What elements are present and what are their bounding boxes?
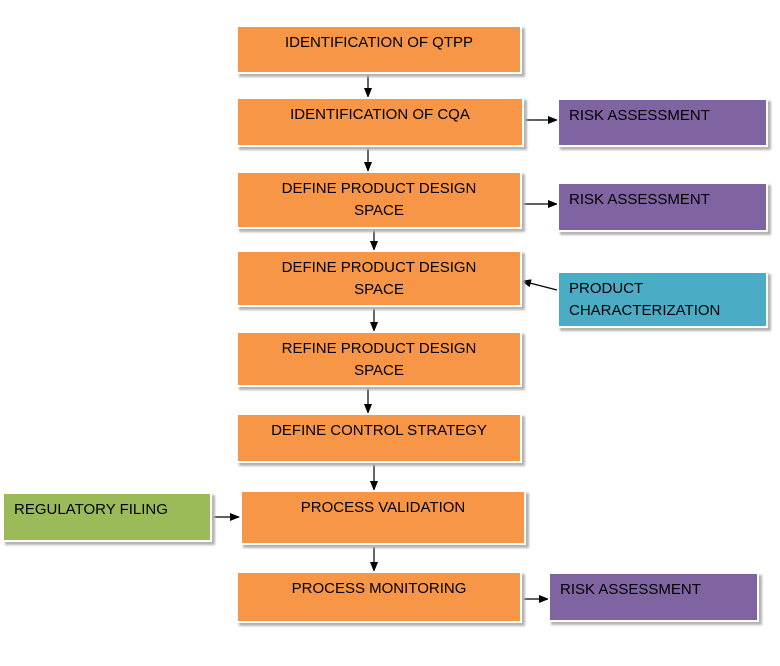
regulatory-filing-box: REGULATORY FILING	[2, 492, 212, 542]
step-define-control-strategy: DEFINE CONTROL STRATEGY	[236, 413, 522, 463]
step-define-product-design-space-2: DEFINE PRODUCT DESIGN SPACE	[236, 250, 522, 307]
step-process-validation: PROCESS VALIDATION	[240, 490, 526, 545]
risk-assessment-box-1: RISK ASSESSMENT	[557, 98, 768, 147]
step-identification-of-qtpp: IDENTIFICATION OF QTPP	[236, 25, 522, 74]
step-refine-product-design-space: REFINE PRODUCT DESIGN SPACE	[236, 331, 522, 387]
product-characterization-box: PRODUCT CHARACTERIZATION	[557, 271, 768, 328]
step-identification-of-cqa: IDENTIFICATION OF CQA	[236, 97, 524, 147]
step-define-product-design-space-1: DEFINE PRODUCT DESIGN SPACE	[236, 171, 522, 229]
risk-assessment-box-3: RISK ASSESSMENT	[548, 572, 759, 622]
arrow-characterization-to-design-space	[521, 279, 558, 291]
risk-assessment-box-2: RISK ASSESSMENT	[557, 182, 768, 232]
step-process-monitoring: PROCESS MONITORING	[236, 571, 522, 623]
